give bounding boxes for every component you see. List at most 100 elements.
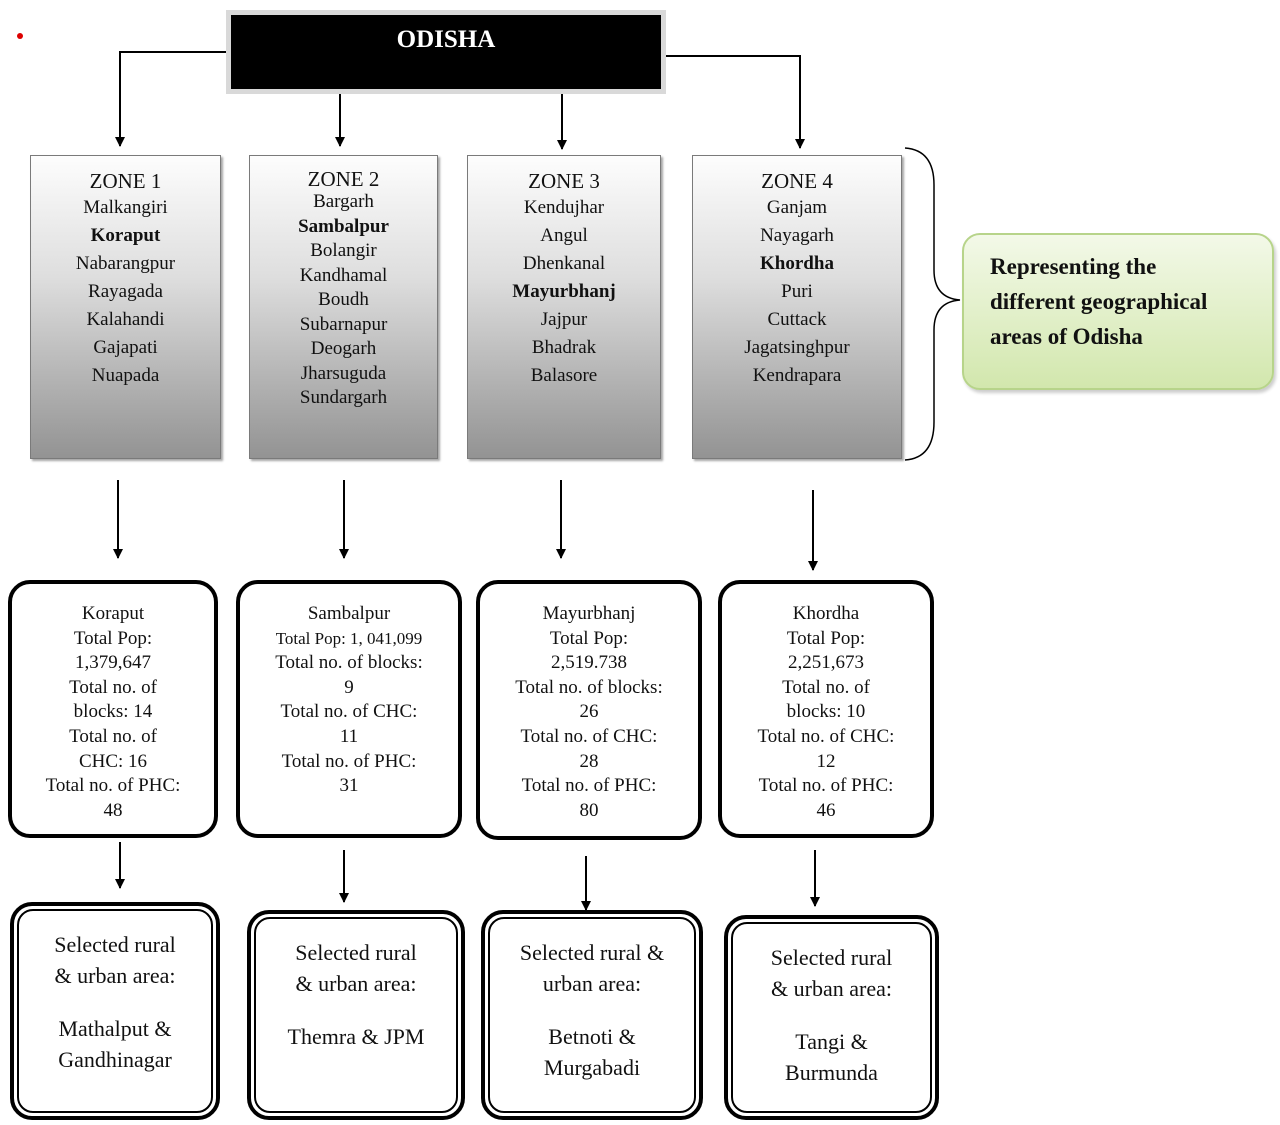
stat-line: Total no. of PHC:: [521, 775, 657, 797]
district-name: Cuttack: [767, 309, 827, 330]
callout-line: Representing the: [990, 254, 1157, 279]
stat-line: 80: [579, 799, 599, 821]
root-node: ODISHA: [226, 10, 666, 94]
arrow-root-zone4: [666, 55, 805, 149]
stat-line: 28: [579, 750, 599, 772]
district-name: Jharsuguda: [300, 362, 387, 384]
area-box-4: Selected rural & urban area: Tangi & Burmun…: [724, 915, 939, 1120]
district-name: Khordha: [760, 253, 834, 274]
area-box-1: Selected rural & urban area: Mathalput & Ga…: [10, 902, 220, 1120]
district-name: Nayagarh: [760, 225, 834, 246]
district-name: Subarnapur: [299, 313, 388, 335]
stat-line: blocks: 10: [786, 701, 866, 723]
stat-line: Total no. of blocks:: [275, 652, 423, 674]
district-name: Angul: [540, 225, 588, 246]
stat-line: Total no. of CHC:: [520, 725, 658, 747]
district-name: Rayagada: [88, 281, 163, 302]
area-content: Selected rural & urban area: Tangi & Burmun…: [731, 922, 932, 1113]
district-heading: Khordha: [792, 603, 860, 624]
callout-note: Representing the different geographical ar…: [962, 233, 1274, 390]
district-name: Sundargarh: [299, 387, 388, 408]
district-name: Gajapati: [93, 337, 158, 358]
area-content: Selected rural& urban area:Themra & JPM: [254, 917, 458, 1113]
area-label: urban area:: [542, 971, 642, 996]
stat-line: 9: [344, 676, 354, 698]
stat-line: CHC: 16: [78, 750, 148, 772]
district-heading: Koraput: [81, 603, 145, 624]
root-title: ODISHA: [231, 15, 661, 89]
district-heading: Mayurbhanj: [542, 603, 636, 624]
stat-line: Total Pop:: [786, 627, 866, 649]
area-name: Burmunda: [785, 1060, 878, 1085]
stat-line: 2,519.738: [551, 652, 627, 674]
stat-line: 2,251,673: [788, 652, 864, 674]
area-name: Gandhinagar: [58, 1047, 172, 1072]
district-name: Jajpur: [540, 309, 588, 330]
district-name: Ganjam: [766, 197, 828, 218]
curly-brace: [904, 147, 961, 461]
area-content: Selected rural & urban area: Mathalput & Ga…: [17, 909, 213, 1113]
area-label: Selected rural: [54, 932, 176, 957]
district-name: Koraput: [90, 225, 161, 246]
stat-line: Total no. of PHC:: [45, 775, 181, 797]
district-name: Kandhamal: [299, 264, 388, 286]
area-label: & urban area:: [771, 976, 892, 1001]
district-name: Balasore: [530, 365, 598, 386]
stat-line: 12: [816, 750, 836, 772]
stat-line: Total no. of: [782, 676, 870, 698]
marker-dot: [17, 33, 23, 39]
stat-line: Total no. of CHC:: [757, 725, 895, 747]
stat-line: Total no. of PHC:: [281, 750, 417, 772]
district-name: Jagatsinghpur: [744, 337, 850, 358]
stat-line: Total Pop: 1, 041,099: [275, 628, 423, 648]
area-content: Selected rural &urban area:Betnoti &Murg…: [488, 917, 696, 1113]
arrow-root-zone1: [115, 51, 226, 147]
district-name: Kendrapara: [752, 365, 842, 386]
stat-line: 11: [339, 725, 359, 747]
zone-title: ZONE 2: [307, 167, 380, 191]
district-name: Malkangiri: [83, 197, 168, 218]
stat-line: Total no. of: [69, 676, 157, 698]
area-name: Mathalput &: [58, 1016, 172, 1041]
stat-line: blocks: 14: [73, 701, 153, 723]
zone-title: ZONE 4: [761, 169, 833, 193]
area-name: Tangi &: [795, 1029, 868, 1054]
district-name: Deogarh: [310, 338, 377, 359]
district-heading: Sambalpur: [307, 603, 391, 624]
stat-line: Total Pop:: [549, 627, 629, 649]
area-label: & urban area:: [54, 963, 176, 988]
zone-title: ZONE 1: [89, 169, 162, 193]
area-label: Selected rural: [770, 945, 893, 970]
stat-line: 48: [103, 799, 123, 821]
district-name: Kendujhar: [523, 197, 605, 218]
area-label: Selected rural: [295, 940, 417, 965]
stat-line: Total no. of CHC:: [280, 701, 418, 723]
district-name: Mayurbhanj: [512, 281, 616, 302]
district-name: Sambalpur: [298, 215, 389, 237]
stat-line: 26: [579, 701, 599, 723]
stat-line: 31: [339, 775, 359, 797]
district-name: Bargarh: [313, 191, 374, 212]
district-name: Dhenkanal: [522, 253, 606, 274]
callout-line: different geographical: [990, 289, 1208, 314]
area-label: Selected rural &: [519, 940, 665, 965]
district-name: Kalahandi: [86, 309, 165, 330]
stat-line: Total no. of: [69, 725, 157, 747]
district-name: Bhadrak: [531, 337, 597, 358]
area-name: Themra & JPM: [287, 1024, 425, 1049]
area-box-3: Selected rural &urban area:Betnoti &Murg…: [481, 910, 703, 1120]
stat-line: 1,379,647: [75, 652, 151, 674]
stat-line: Total no. of PHC:: [758, 775, 894, 797]
callout-line: areas of Odisha: [990, 324, 1143, 349]
district-name: Nuapada: [91, 365, 160, 386]
zone-title: ZONE 3: [528, 169, 600, 193]
area-name: Betnoti &: [548, 1024, 636, 1049]
stat-line: 46: [816, 799, 836, 821]
